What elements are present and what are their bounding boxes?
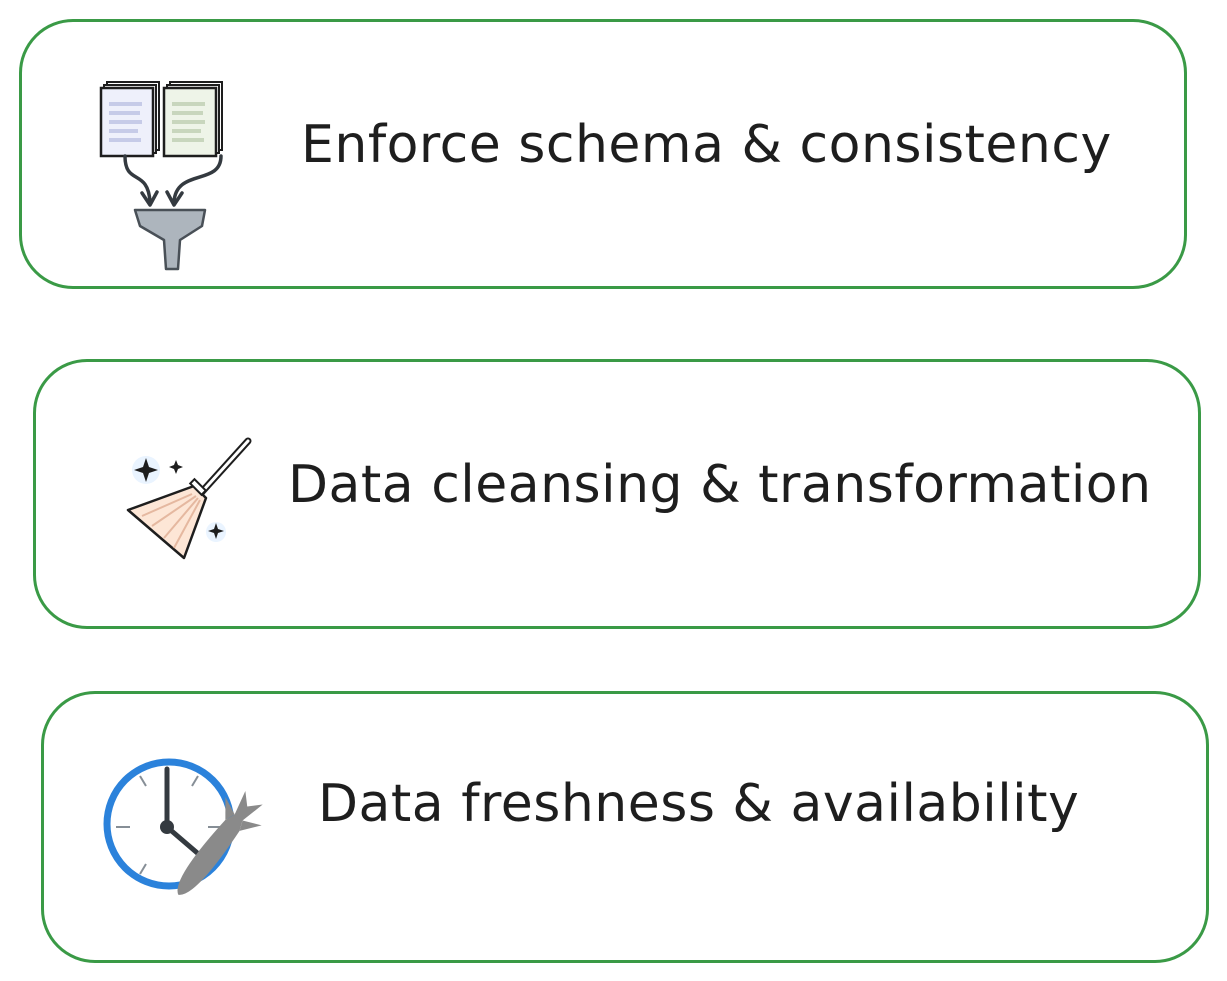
clock-with-rocket-icon	[103, 758, 263, 895]
card-label: Enforce schema & consistency	[301, 115, 1112, 175]
card-data-freshness: Data freshness & availability	[41, 691, 1209, 963]
card-data-cleansing: Data cleansing & transformation	[33, 359, 1201, 629]
card-label: Data cleansing & transformation	[288, 455, 1152, 515]
card-label: Data freshness & availability	[318, 774, 1080, 834]
documents-into-funnel-icon	[99, 81, 223, 271]
broom-with-sparkles-icon	[126, 437, 252, 560]
card-enforce-schema: Enforce schema & consistency	[19, 19, 1187, 289]
